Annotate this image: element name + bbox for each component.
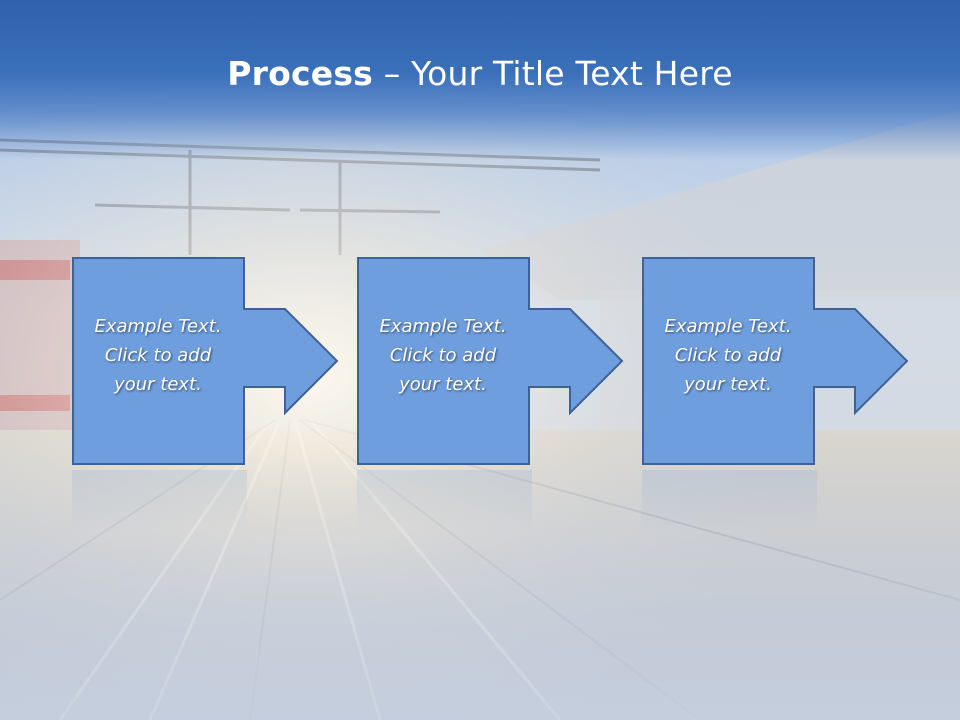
step-3-arrow-shape [642,257,909,465]
title-rest-part: – Your Title Text Here [373,54,733,93]
step-2-arrow-shape [357,257,624,465]
step-1-reflection [72,470,247,530]
process-step-3[interactable]: Example Text. Click to add your text. [642,257,960,467]
title-band [0,0,960,160]
slide-title[interactable]: Process – Your Title Text Here [0,52,960,96]
step-2-text: Example Text. Click to add your text. [379,316,507,395]
title-bold-part: Process [227,54,374,93]
step-3-text: Example Text. Click to add your text. [664,316,792,395]
step-1-arrow-shape [72,257,339,465]
step-3-reflection [642,470,817,530]
step-1-text: Example Text. Click to add your text. [94,316,222,395]
step-2-reflection [357,470,532,530]
process-step-2[interactable]: Example Text. Click to add your text. [357,257,697,467]
process-step-1[interactable]: Example Text. Click to add your text. [72,257,412,467]
